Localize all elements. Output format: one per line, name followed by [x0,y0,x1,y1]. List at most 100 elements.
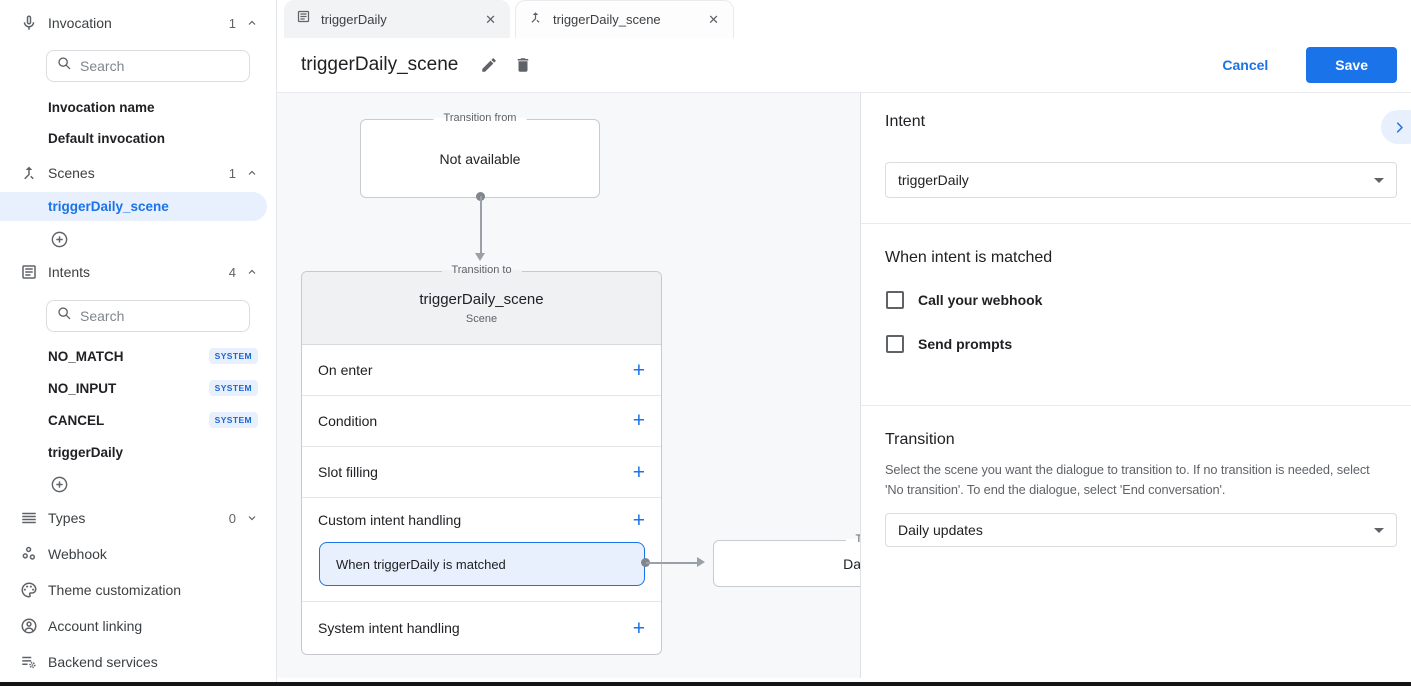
sidebar-section-invocation[interactable]: Invocation 1 [0,8,276,38]
system-badge: SYSTEM [208,412,258,428]
intent-name: NO_INPUT [48,380,117,396]
invocation-section-label: Invocation [48,15,112,31]
row-label: On enter [318,362,373,379]
sidebar-section-intents[interactable]: Intents 4 [0,257,276,287]
edit-pencil-icon[interactable] [480,56,498,74]
chevron-up-icon[interactable] [246,167,258,179]
tab-bar: triggerDaily ✕ triggerDaily_scene ✕ [277,0,1411,38]
main-area: triggerDaily ✕ triggerDaily_scene ✕ trig… [277,0,1411,682]
transition-to-legend: Transition to [441,264,522,276]
add-intent-button[interactable] [50,473,69,495]
add-on-enter-button[interactable]: + [632,358,645,382]
transition-section: Transition Select the scene you want the… [861,406,1411,678]
intent-name: NO_MATCH [48,348,124,364]
backend-services-label: Backend services [48,654,158,670]
arrow-right-icon [697,557,705,567]
intent-name: CANCEL [48,412,105,428]
connector-line-horizontal [646,562,698,564]
delete-trash-icon[interactable] [514,56,532,74]
sidebar-item-default-invocation[interactable]: Default invocation [48,130,166,146]
handler-label: When triggerDaily is matched [336,556,506,572]
sidebar-section-types[interactable]: Types 0 [0,503,276,533]
invocation-search[interactable] [46,50,250,82]
send-prompts-row[interactable]: Send prompts [886,335,1012,353]
theme-customization-label: Theme customization [48,582,182,598]
intents-search[interactable] [46,300,250,332]
chevron-down-icon[interactable] [246,512,258,524]
account-linking-label: Account linking [48,618,143,634]
tab-triggerdaily-scene[interactable]: triggerDaily_scene ✕ [515,0,734,38]
types-list-icon [18,509,40,527]
add-scene-button[interactable] [50,228,69,250]
close-icon[interactable]: ✕ [708,12,719,27]
sidebar-item-no-input[interactable]: NO_INPUT SYSTEM [48,377,258,399]
cancel-button[interactable]: Cancel [1222,57,1269,73]
add-custom-intent-button[interactable]: + [632,508,645,532]
intents-article-icon [18,263,40,281]
chevron-right-icon [1396,121,1403,133]
connector-dot [641,558,650,567]
save-button[interactable]: Save [1306,47,1397,83]
tab-triggerdaily[interactable]: triggerDaily ✕ [284,0,510,38]
sidebar-item-triggerdaily-scene[interactable]: triggerDaily_scene [0,192,267,221]
sidebar-item-theme-customization[interactable]: Theme customization [0,575,276,605]
call-your-webhook-row[interactable]: Call your webhook [886,291,1042,309]
add-condition-button[interactable]: + [632,409,645,433]
flow-canvas: Transition from Not available Transition… [277,93,860,678]
send-prompts-checkbox[interactable] [886,335,904,353]
sidebar-item-webhook[interactable]: Webhook [0,539,276,569]
selected-intent-handler[interactable]: When triggerDaily is matched [319,541,645,587]
add-slot-filling-button[interactable]: + [632,460,645,484]
search-icon [57,56,72,76]
transition-select[interactable]: Daily updates [885,513,1397,547]
close-icon[interactable]: ✕ [485,11,496,27]
backend-services-icon [18,653,40,671]
sidebar-item-cancel[interactable]: CANCEL SYSTEM [48,409,258,431]
row-label: Custom intent handling [318,512,462,529]
transition-target-content: Daily updates [843,555,860,572]
chevron-up-icon[interactable] [246,17,258,29]
add-system-intent-button[interactable]: + [632,616,645,640]
intents-count: 4 [228,264,236,280]
intents-search-input[interactable] [80,308,239,324]
intent-select[interactable]: triggerDaily [885,162,1397,198]
detail-panel: Intent triggerDaily When intent is match… [860,93,1411,678]
intent-heading: Intent [885,113,926,130]
scenes-count: 1 [228,165,236,181]
sidebar-item-account-linking[interactable]: Account linking [0,611,276,641]
sidebar-item-triggerdaily[interactable]: triggerDaily [48,441,258,463]
scene-row-slot-filling: Slot filling + [302,447,661,499]
content-area: Transition from Not available Transition… [277,93,1411,678]
scene-row-custom-intent-handling: Custom intent handling + When triggerDai… [302,498,661,603]
palette-icon [18,581,40,599]
system-badge: SYSTEM [208,380,258,396]
sidebar-item-invocation-name[interactable]: Invocation name [48,99,155,115]
chevron-up-icon[interactable] [246,266,258,278]
webhook-label: Webhook [48,546,107,562]
transition-target-box[interactable]: Transition to Daily updates [713,533,860,587]
sidebar-item-no-match[interactable]: NO_MATCH SYSTEM [48,345,258,367]
row-label: System intent handling [318,620,460,637]
transition-from-content: Not available [439,150,521,167]
connector-line-vertical [480,196,482,254]
types-count: 0 [228,510,236,526]
call-your-webhook-checkbox[interactable] [886,291,904,309]
scene-card-subtitle: Scene [465,313,498,326]
intent-select-value: triggerDaily [898,172,969,188]
intent-section: Intent triggerDaily [861,93,1411,224]
sidebar-section-scenes[interactable]: Scenes 1 [0,158,276,188]
webhook-icon [18,545,40,563]
transition-target-legend: Transition to [845,533,860,545]
sidebar-item-backend-services[interactable]: Backend services [0,647,276,677]
scene-merge-icon [528,10,543,30]
system-badge: SYSTEM [208,348,258,364]
types-section-label: Types [48,510,86,526]
collapse-panel-button[interactable] [1381,110,1411,144]
when-intent-matched-heading: When intent is matched [885,249,1053,266]
scene-row-condition: Condition + [302,396,661,447]
row-label: Condition [318,412,378,429]
invocation-search-input[interactable] [80,58,239,74]
scene-card-header: triggerDaily_scene Scene [302,272,661,346]
tab-label: triggerDaily_scene [553,12,661,27]
